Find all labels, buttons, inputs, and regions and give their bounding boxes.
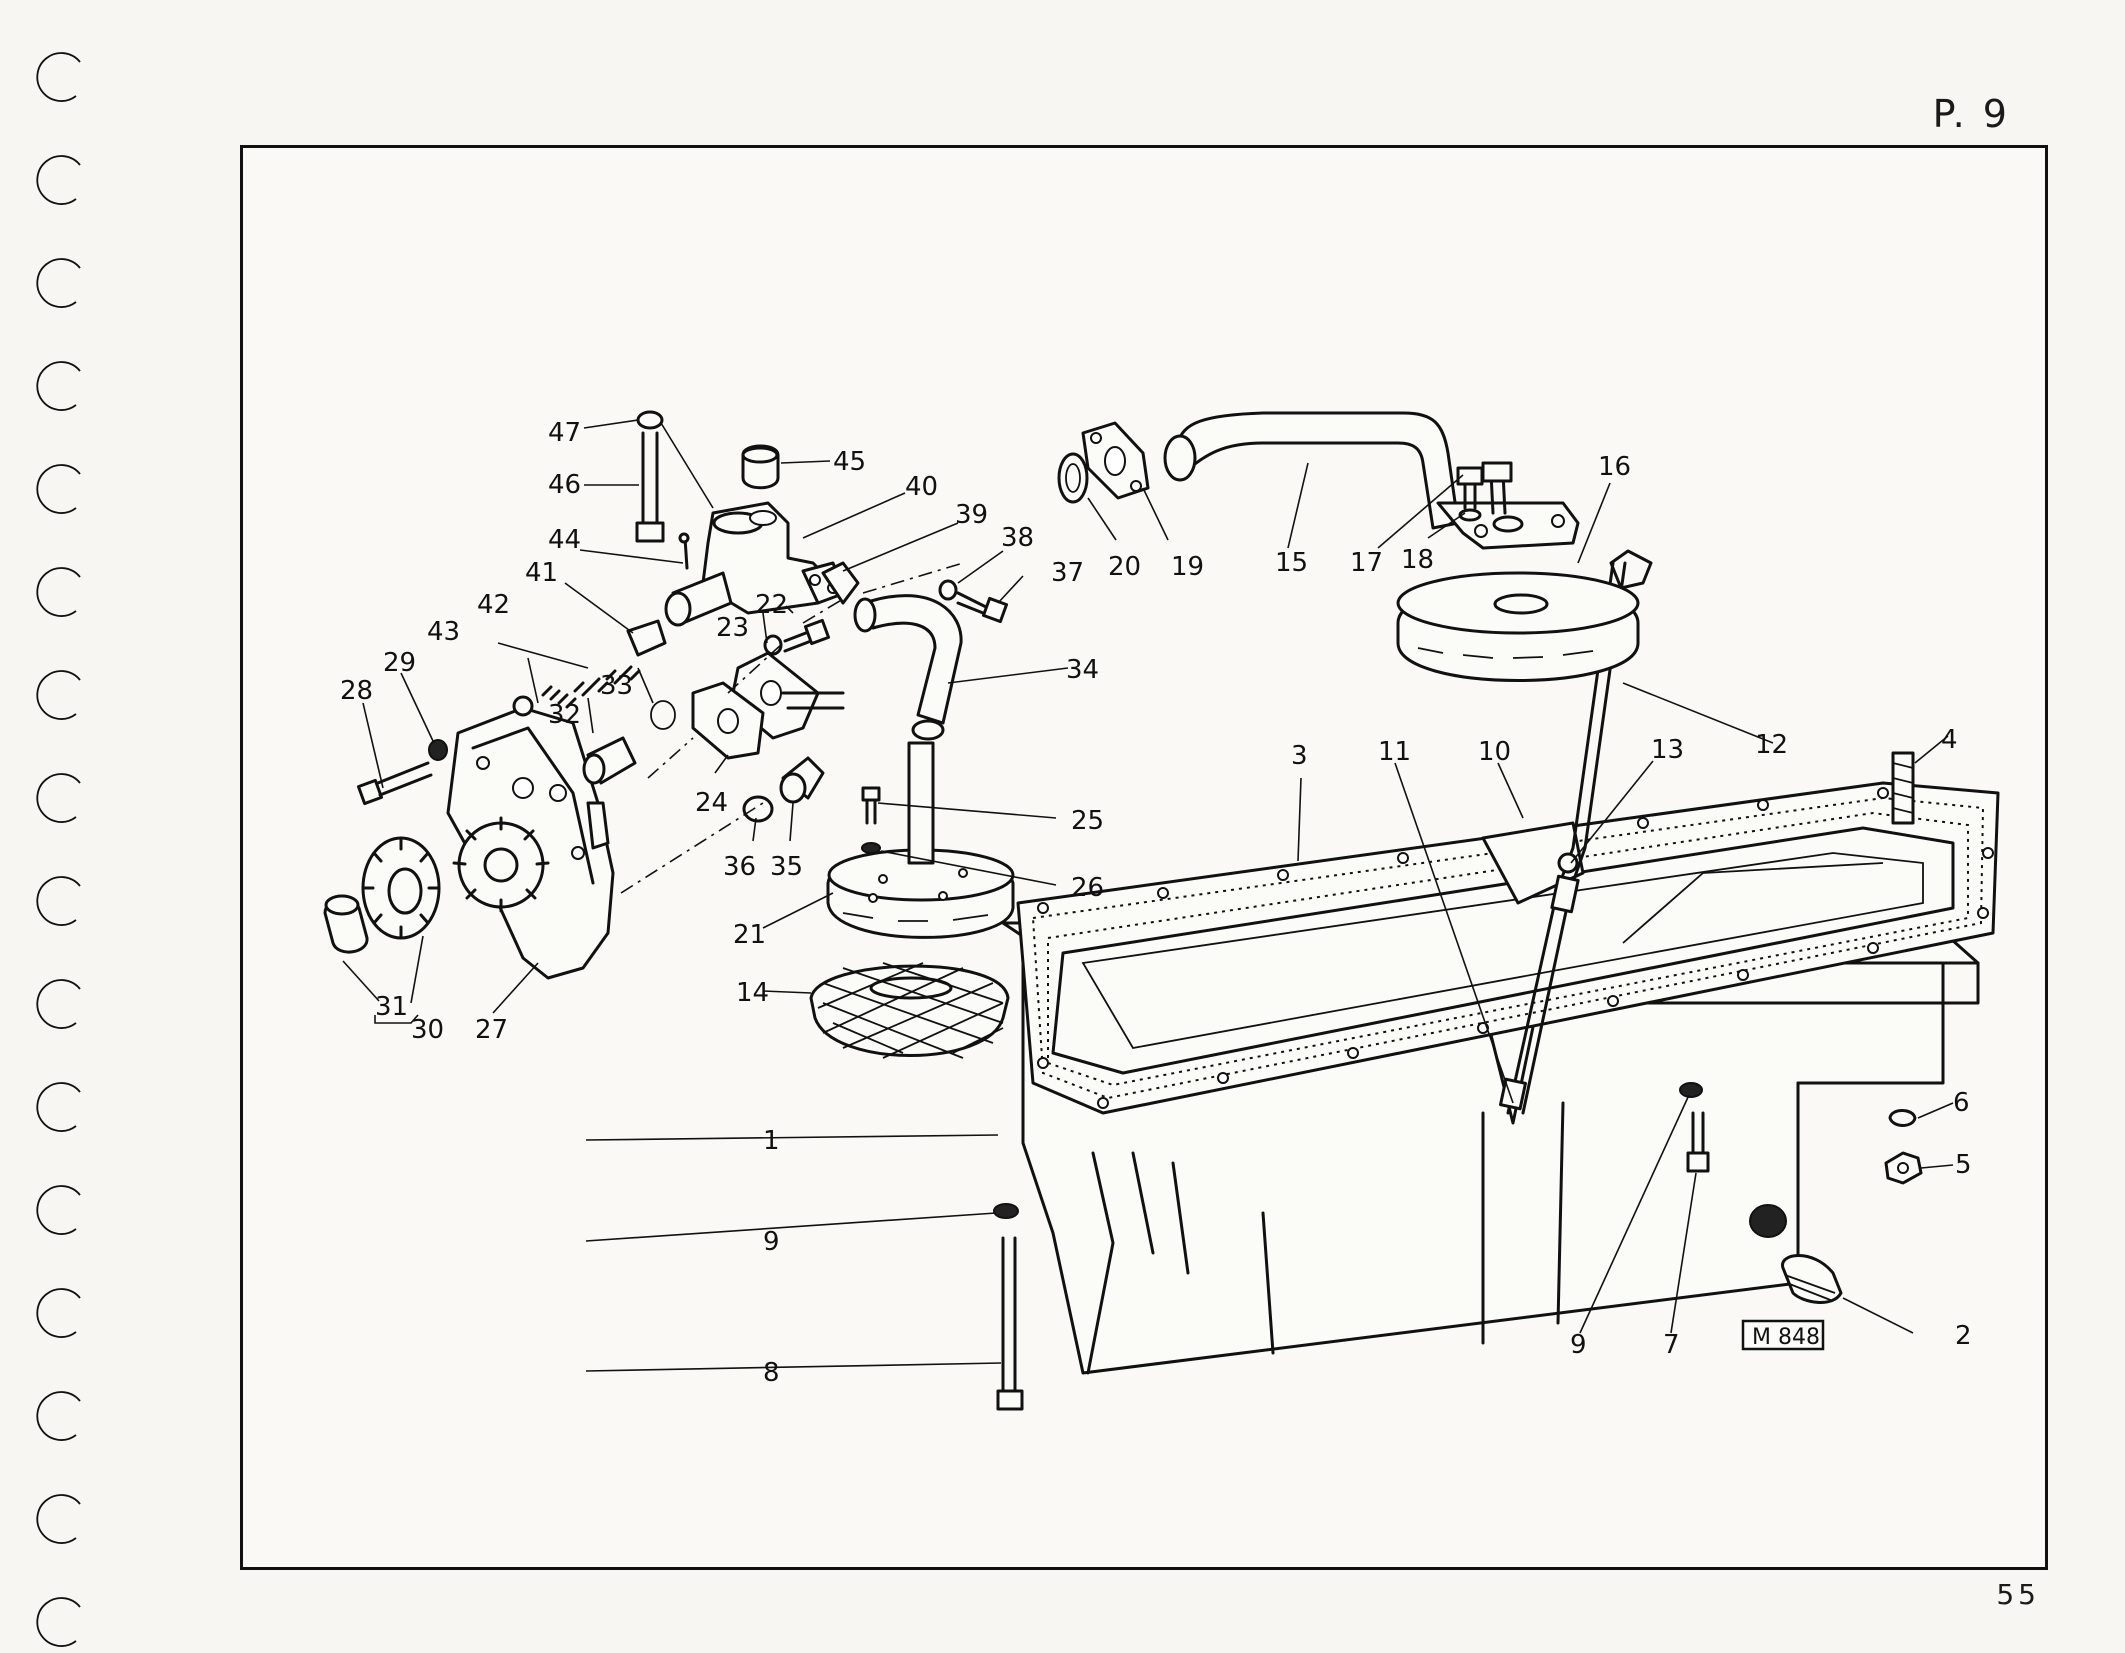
reference-code-box: M 848 [1741, 1319, 1825, 1351]
callout-9-left: 9 [763, 1227, 780, 1257]
callout-37: 37 [1051, 558, 1084, 588]
callout-45: 45 [833, 447, 866, 477]
callout-13: 13 [1651, 735, 1684, 765]
callout-39: 39 [955, 500, 988, 530]
callout-33: 33 [600, 671, 633, 701]
exploded-parts-diagram: 1 2 3 4 5 6 7 8 9 9 10 11 12 13 14 15 16… [323, 410, 2000, 1411]
callout-30: 30 [411, 1015, 444, 1045]
callout-4: 4 [1941, 725, 1958, 755]
delivery-pipe-assembly [691, 579, 1009, 854]
binder-punch-holes [36, 52, 81, 1647]
callout-23: 23 [716, 613, 749, 643]
callout-11: 11 [1378, 737, 1411, 767]
callout-25: 25 [1071, 806, 1104, 836]
oil-pump-assembly [323, 410, 964, 980]
callout-40: 40 [905, 472, 938, 502]
footer-page-number: 55 [1996, 1578, 2040, 1611]
callout-27: 27 [475, 1015, 508, 1045]
callout-22: 22 [755, 590, 788, 620]
callout-18: 18 [1401, 545, 1434, 575]
callout-bracket-30-31 [374, 1014, 419, 1024]
callout-labels: 1 2 3 4 5 6 7 8 9 9 10 11 12 13 14 15 16… [340, 418, 1972, 1388]
callout-6: 6 [1953, 1088, 1970, 1118]
leader-lines [342, 419, 1954, 1372]
callout-3: 3 [1291, 741, 1308, 771]
callout-14: 14 [736, 978, 769, 1008]
callout-17: 17 [1350, 548, 1383, 578]
callout-8: 8 [763, 1358, 780, 1388]
callout-16: 16 [1598, 452, 1631, 482]
pickup-pipe-assembly [809, 411, 1640, 1059]
reference-code: M 848 [1752, 1325, 1820, 1350]
callout-38: 38 [1001, 523, 1034, 553]
dipstick-assembly [1499, 549, 1653, 1115]
callout-42: 42 [477, 590, 510, 620]
callout-21: 21 [733, 920, 766, 950]
callout-20: 20 [1108, 552, 1141, 582]
callout-46: 46 [548, 470, 581, 500]
callout-12: 12 [1755, 730, 1788, 760]
callout-29: 29 [383, 648, 416, 678]
callout-44: 44 [548, 525, 581, 555]
callout-1: 1 [763, 1126, 780, 1156]
oil-sump-drawing [1001, 781, 2000, 1375]
callout-31: 31 [375, 992, 408, 1022]
callout-24: 24 [695, 788, 728, 818]
callout-43: 43 [427, 617, 460, 647]
callout-26: 26 [1071, 873, 1104, 903]
fasteners-right [993, 751, 1923, 1411]
callout-9-right: 9 [1570, 1330, 1587, 1360]
diagram-frame: 1 2 3 4 5 6 7 8 9 9 10 11 12 13 14 15 16… [240, 145, 2048, 1570]
callout-5: 5 [1955, 1150, 1972, 1180]
callout-15: 15 [1275, 548, 1308, 578]
callout-34: 34 [1066, 655, 1099, 685]
callout-36: 36 [723, 852, 756, 882]
callout-41: 41 [525, 558, 558, 588]
callout-32: 32 [548, 700, 581, 730]
callout-2: 2 [1955, 1321, 1972, 1351]
callout-7: 7 [1663, 1330, 1680, 1360]
callout-35: 35 [770, 852, 803, 882]
page-label: P. 9 [1932, 92, 2010, 136]
callout-19: 19 [1171, 552, 1204, 582]
callout-28: 28 [340, 676, 373, 706]
callout-10: 10 [1478, 737, 1511, 767]
callout-47: 47 [548, 418, 581, 448]
